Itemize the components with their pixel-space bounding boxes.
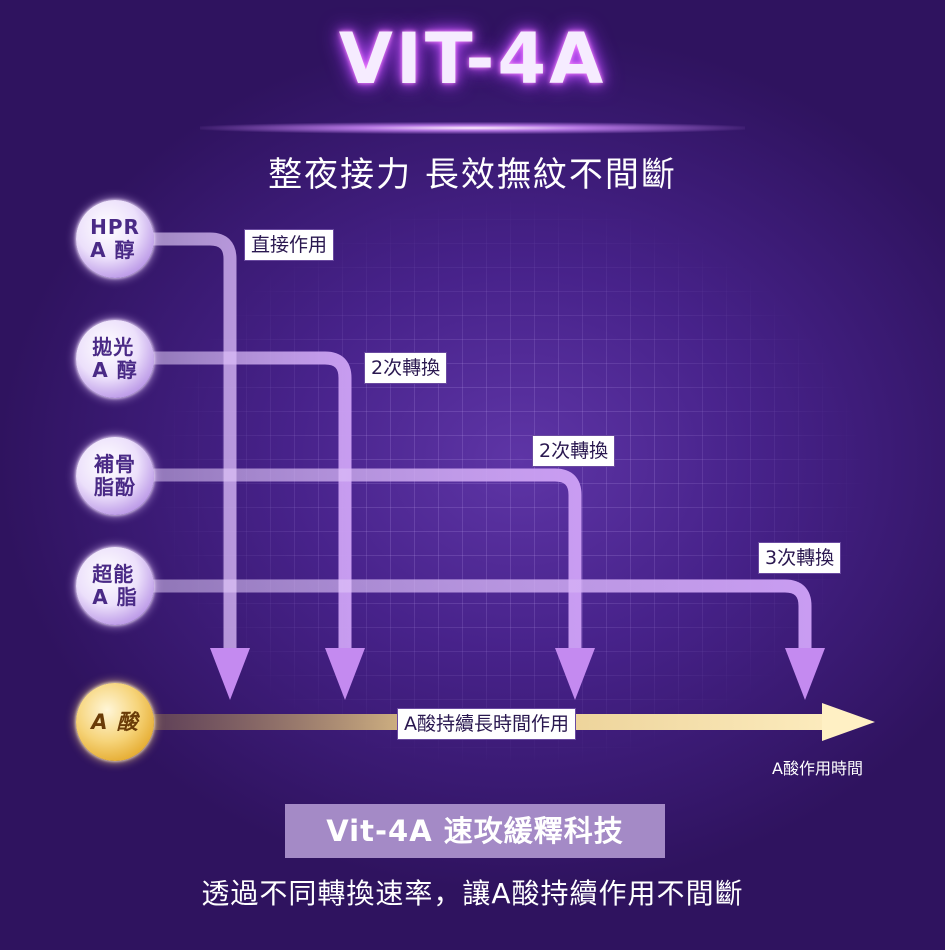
ingredient-acid: A 酸: [76, 683, 154, 761]
flow-arrow-retinyl: [555, 648, 595, 700]
conversion-label-super: 3次轉換: [758, 542, 842, 574]
acid-bar-label: A酸持續長時間作用: [397, 708, 576, 740]
flow-line-super: [150, 579, 812, 650]
conversion-label-polish: 2次轉換: [364, 352, 448, 384]
ingredient-label-line1: 補骨: [94, 452, 136, 476]
ingredient-label-line1: 拋光: [92, 335, 135, 359]
ingredient-label-line2: A 醇: [90, 238, 136, 262]
ingredient-label-line1: HPR: [90, 215, 140, 239]
acid-axis-label: A酸作用時間: [772, 759, 863, 778]
flow-line-retinyl: [150, 468, 582, 650]
ingredient-label-line2: A 醇: [92, 358, 138, 382]
acid-flow-arrowhead: [822, 703, 875, 741]
conversion-label-hpr: 直接作用: [244, 229, 335, 261]
flow-arrow-super: [785, 648, 825, 700]
ingredient-label-line1: 超能: [92, 562, 135, 586]
ingredient-label-line2: 脂酚: [94, 475, 136, 499]
flow-arrow-hpr: [210, 648, 250, 700]
title-glow-line: [200, 122, 745, 134]
page-title: VIT-4A: [338, 18, 607, 100]
ingredient-label-line2: A 脂: [92, 585, 138, 609]
ingredient-retinyl: 補骨脂酚: [76, 437, 154, 515]
page-subtitle: 整夜接力 長效撫紋不間斷: [268, 155, 677, 195]
bottom-caption: 透過不同轉換速率，讓A酸持續作用不間斷: [201, 877, 744, 910]
flow-line-hpr: [150, 232, 237, 650]
tech-banner: Vit-4A 速攻緩釋科技: [285, 804, 665, 858]
conversion-label-retinyl: 2次轉換: [532, 435, 616, 467]
flow-line-polish: [150, 351, 352, 650]
flow-arrow-polish: [325, 648, 365, 700]
acid-label: A 酸: [91, 709, 139, 734]
